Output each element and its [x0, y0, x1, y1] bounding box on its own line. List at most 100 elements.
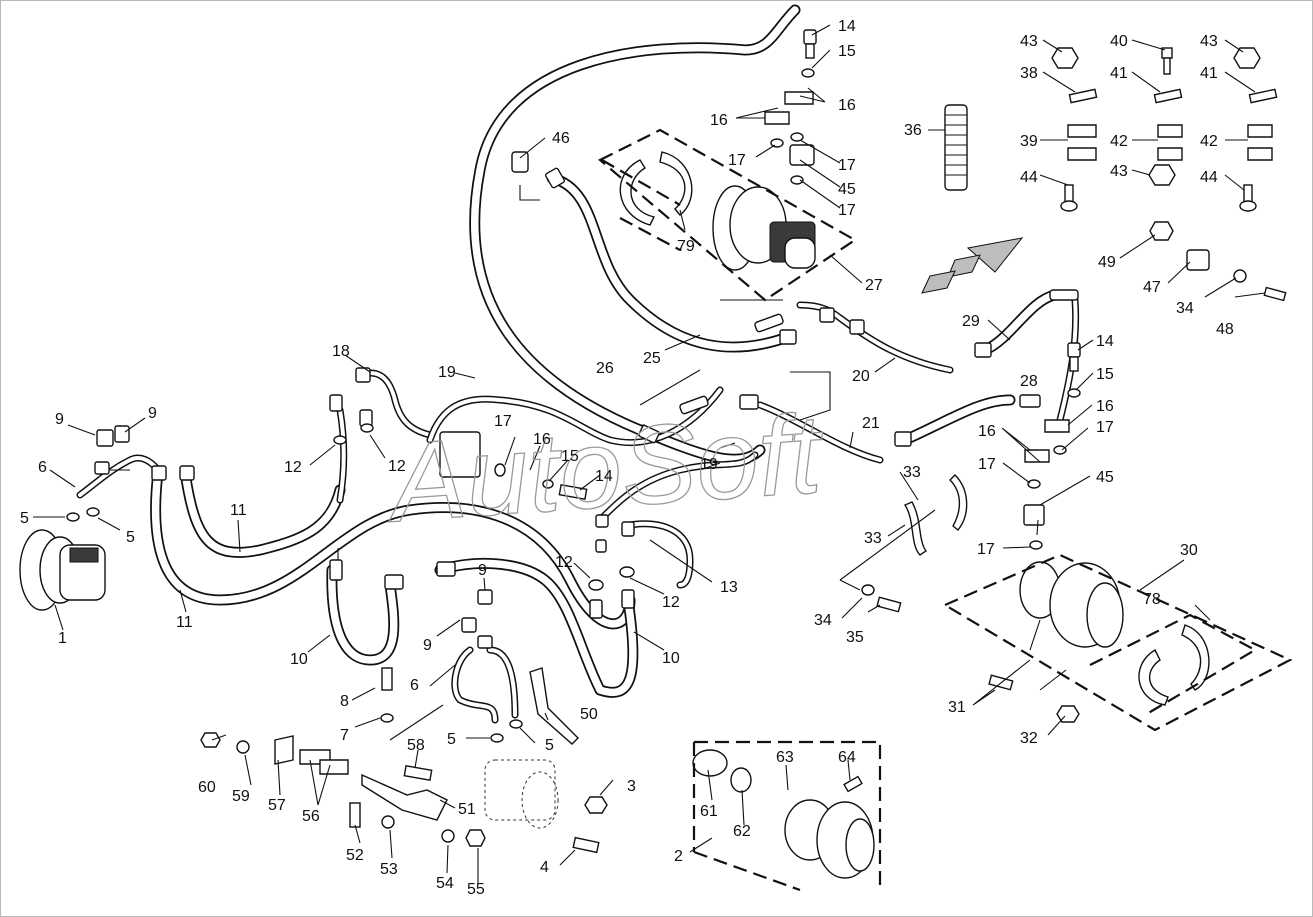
callout-17a: 17 — [728, 152, 746, 169]
callout-43a: 43 — [1020, 33, 1038, 50]
callout-9a: 9 — [55, 411, 64, 428]
callout-17f: 17 — [977, 541, 995, 558]
kit-boundaries — [598, 128, 1293, 892]
callout-32: 32 — [1020, 730, 1038, 747]
callout-49: 49 — [1098, 254, 1116, 271]
callout-12c: 12 — [555, 554, 573, 571]
callout-25: 25 — [643, 350, 661, 367]
callout-7: 7 — [340, 727, 349, 744]
callout-11a: 11 — [230, 502, 247, 519]
callout-9c: 9 — [478, 562, 487, 579]
callout-16d: 16 — [978, 423, 996, 440]
callout-21: 21 — [862, 415, 880, 432]
callout-59: 59 — [232, 788, 250, 805]
callout-15a: 15 — [838, 43, 856, 60]
callout-79: 79 — [677, 238, 695, 255]
callout-10b: 10 — [662, 650, 680, 667]
callout-62: 62 — [733, 823, 751, 840]
callout-53: 53 — [380, 861, 398, 878]
callout-12b: 12 — [388, 458, 406, 475]
callout-56: 56 — [302, 808, 320, 825]
callout-5b: 5 — [126, 529, 135, 546]
callout-50: 50 — [580, 706, 598, 723]
callout-46: 46 — [552, 130, 570, 147]
clamps — [274, 88, 1278, 775]
callout-78: 78 — [1143, 591, 1161, 608]
callout-40: 40 — [1110, 33, 1128, 50]
callout-17e: 17 — [978, 456, 996, 473]
callout-36: 36 — [904, 122, 922, 139]
washers — [66, 68, 1247, 843]
motor-1 — [19, 529, 106, 611]
callout-39: 39 — [1020, 133, 1038, 150]
callout-17c: 17 — [838, 202, 856, 219]
callout-51: 51 — [458, 801, 476, 818]
motor-2 — [784, 799, 875, 879]
callout-15c: 15 — [561, 448, 579, 465]
callout-38: 38 — [1020, 65, 1038, 82]
callout-14b: 14 — [1096, 333, 1114, 350]
callout-45a: 45 — [838, 181, 856, 198]
callout-19a: 19 — [438, 364, 456, 381]
callout-16e: 16 — [533, 431, 551, 448]
callout-14c: 14 — [595, 468, 613, 485]
callout-42a: 42 — [1110, 133, 1128, 150]
callout-12a: 12 — [284, 459, 302, 476]
callout-43c: 43 — [1110, 163, 1128, 180]
callout-5a: 5 — [20, 510, 29, 527]
callout-30: 30 — [1180, 542, 1198, 559]
callout-33b: 33 — [864, 530, 882, 547]
callout-6a: 6 — [38, 459, 47, 476]
motor-30 — [1019, 561, 1124, 648]
callout-47: 47 — [1143, 279, 1161, 296]
spiral-wrap — [944, 104, 968, 191]
callout-27: 27 — [865, 277, 883, 294]
callout-26: 26 — [596, 360, 614, 377]
callout-9d: 9 — [423, 637, 432, 654]
callout-9b: 9 — [148, 405, 157, 422]
callout-28: 28 — [1020, 373, 1038, 390]
motor-27 — [712, 185, 816, 271]
callout-34b: 34 — [1176, 300, 1194, 317]
callout-57: 57 — [268, 797, 286, 814]
callout-29: 29 — [962, 313, 980, 330]
callout-17g: 17 — [494, 413, 512, 430]
callout-5d: 5 — [545, 737, 554, 754]
callout-35: 35 — [846, 629, 864, 646]
callout-17b: 17 — [838, 157, 856, 174]
callout-8: 8 — [340, 693, 349, 710]
callout-13: 13 — [720, 579, 738, 596]
callout-44a: 44 — [1020, 169, 1038, 186]
leader-lines — [33, 24, 1266, 883]
callout-4: 4 — [540, 859, 549, 876]
callout-54: 54 — [436, 875, 454, 892]
callout-11b: 11 — [176, 614, 193, 631]
callout-16b: 16 — [710, 112, 728, 129]
callout-20: 20 — [852, 368, 870, 385]
motor-3-phantom — [484, 759, 559, 829]
callout-2: 2 — [674, 848, 683, 865]
callout-16a: 16 — [838, 97, 856, 114]
callout-6b: 6 — [410, 677, 419, 694]
callout-63: 63 — [776, 749, 794, 766]
callout-17d: 17 — [1096, 419, 1114, 436]
callout-16c: 16 — [1096, 398, 1114, 415]
callout-60: 60 — [198, 779, 216, 796]
callout-41a: 41 — [1110, 65, 1128, 82]
callout-15b: 15 — [1096, 366, 1114, 383]
callout-33a: 33 — [903, 464, 921, 481]
callout-19b: 19 — [700, 456, 718, 473]
callout-55: 55 — [467, 881, 485, 898]
fittings — [94, 144, 1210, 649]
callout-43b: 43 — [1200, 33, 1218, 50]
direction-arrow — [921, 237, 1024, 294]
callout-52: 52 — [346, 847, 364, 864]
callout-34a: 34 — [814, 612, 832, 629]
callout-18: 18 — [332, 343, 350, 360]
callout-61: 61 — [700, 803, 718, 820]
callout-42b: 42 — [1200, 133, 1218, 150]
rigid-pipes — [76, 296, 1080, 724]
callout-1: 1 — [58, 630, 67, 647]
nuts — [200, 47, 1261, 847]
callout-10a: 10 — [290, 651, 308, 668]
